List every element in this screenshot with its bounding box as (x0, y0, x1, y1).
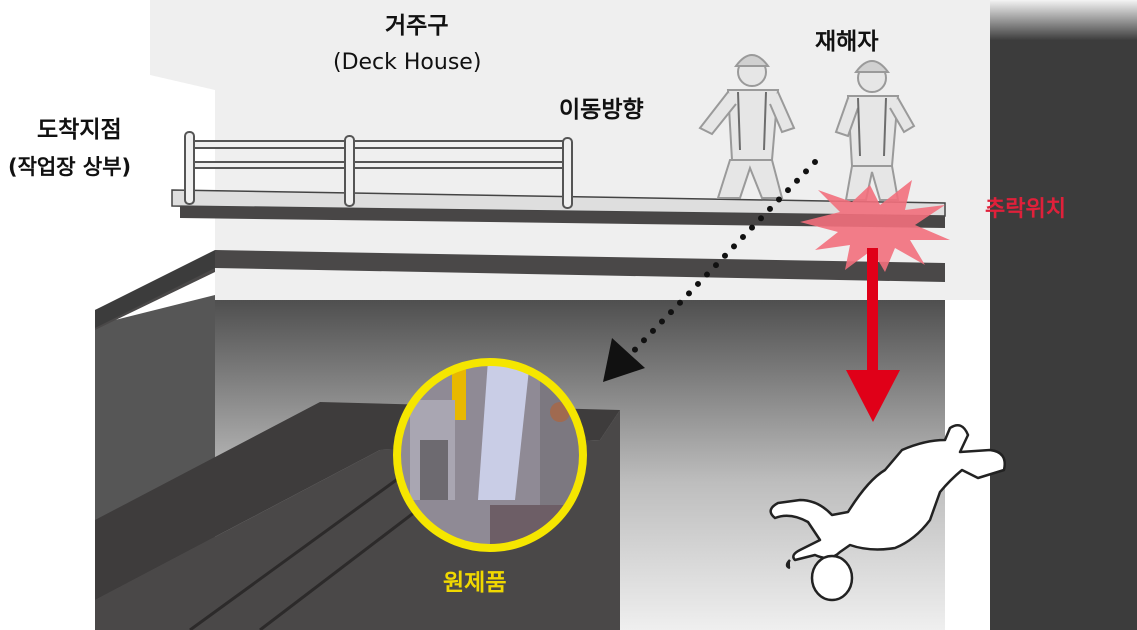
arrival-point-title: 도착지점 (37, 117, 122, 143)
right-wall-fade (990, 0, 1137, 40)
handrail-post (184, 131, 195, 205)
worker-ghost-suspenders (737, 91, 767, 151)
fall-arrow-head (846, 370, 900, 422)
handrail-mid-bar (184, 161, 571, 169)
left-outer-wall (0, 0, 95, 630)
fallen-victim-body (769, 423, 1006, 562)
deck-platform-edge (180, 206, 945, 228)
fall-burst (800, 180, 950, 272)
movement-arrowhead (603, 338, 645, 382)
worker-ghost-helmet (734, 54, 770, 67)
right-wall (990, 30, 1137, 630)
deck-house-title: 거주구 (385, 13, 449, 39)
handrail-post (344, 135, 355, 207)
fall-arrow-shaft (867, 248, 878, 378)
lower-ledge-left (95, 250, 215, 328)
handrail (184, 131, 573, 209)
worker-victim-legs (844, 165, 900, 201)
worker-ghost (698, 54, 796, 199)
work-block-top (95, 402, 620, 600)
deck-house-subtitle: (Deck House) (333, 50, 482, 75)
victim-label: 재해자 (815, 29, 879, 55)
worker-ghost-legs (716, 159, 784, 199)
handrail-top-bar (184, 140, 571, 149)
lens-beam (478, 362, 530, 500)
lens-ring (393, 358, 587, 552)
lens-yellow-post (452, 362, 466, 420)
arrival-point-subtitle: (작업장 상부) (8, 155, 132, 179)
handrail-post (562, 137, 573, 209)
original-photo-label: 원제품 (443, 570, 507, 596)
lens-rail-2 (420, 440, 448, 500)
lower-ledge (215, 250, 945, 282)
move-direction-label: 이동방향 (559, 97, 644, 123)
original-photo-lens (393, 358, 587, 552)
fall-position-label: 추락위치 (985, 197, 1066, 222)
fallen-victim-head (810, 554, 854, 602)
worker-victim (834, 60, 916, 201)
worker-ghost-body (726, 89, 780, 161)
fallen-victim-hand (785, 559, 791, 570)
worker-victim-helmet (854, 60, 890, 73)
worker-victim-arms (834, 97, 916, 138)
worker-victim-suspenders (857, 97, 887, 157)
worker-ghost-arms (698, 91, 796, 136)
fallen-victim (769, 423, 1006, 602)
